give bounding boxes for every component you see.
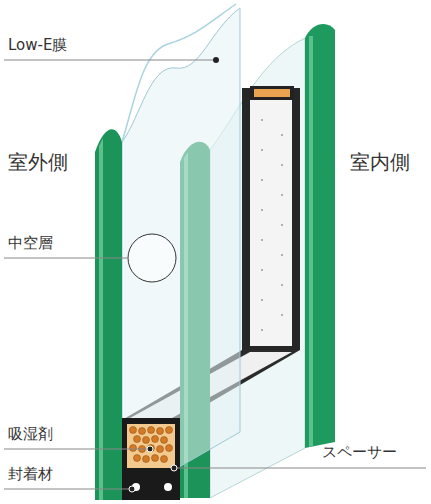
sealant-mark [164,483,172,491]
layer-label: 中空層 [8,234,53,252]
side-label: 室外側 [8,150,68,174]
film-label: Low-E膜 [8,36,67,54]
spacer-face [250,92,292,346]
spacer-section [122,418,180,500]
desiccant-section [127,424,175,468]
spacer-top [250,86,294,100]
hollow-layer-marker [128,234,176,282]
outer-pane-edge [95,129,122,500]
low-e-film [122,4,236,142]
side-label: 室内側 [350,150,410,174]
edge-gloss [309,36,313,447]
part-label: 封着材 [8,465,53,483]
leader-dots [129,57,219,492]
part-label: 吸湿剤 [8,425,53,443]
leader-lines [4,60,426,489]
inner-pane-edge [305,24,335,448]
edge-gloss [99,138,103,500]
part-label: スペーサー [322,443,397,461]
spacer-back [242,88,300,350]
desiccant-granules [130,427,173,463]
desiccant-top [254,89,290,97]
spacer-holes [261,119,283,331]
